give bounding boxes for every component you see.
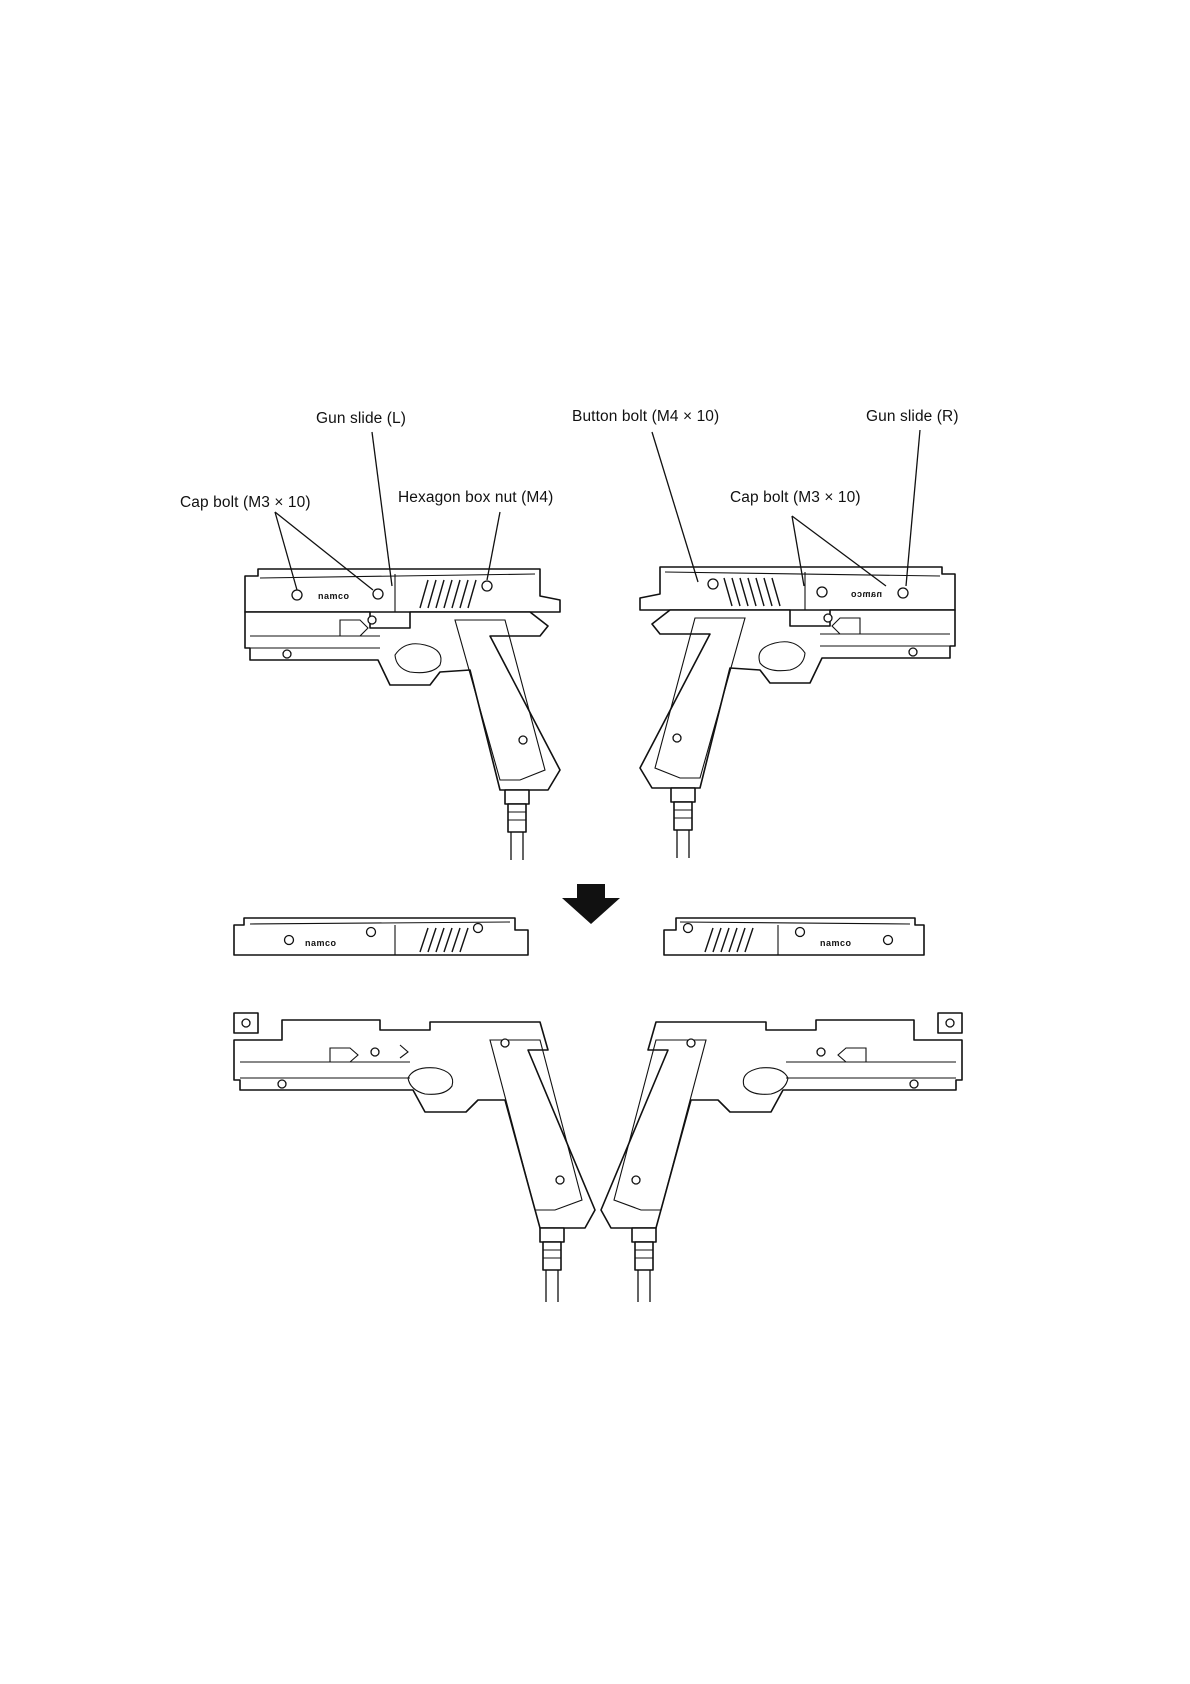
label-cap-bolt-left: Cap bolt (M3 × 10) — [180, 494, 311, 512]
gun-right-assembled — [640, 567, 955, 858]
frame-left — [234, 1013, 595, 1302]
leader-lines-right — [652, 430, 920, 586]
label-cap-bolt-right: Cap bolt (M3 × 10) — [730, 489, 861, 507]
svg-text:namco: namco — [305, 938, 337, 948]
label-gun-slide-l: Gun slide (L) — [316, 410, 406, 428]
svg-text:namco: namco — [820, 938, 852, 948]
slide-right-removed: namco — [664, 918, 924, 955]
label-button-bolt: Button bolt (M4 × 10) — [572, 408, 719, 426]
label-hexagon-box-nut: Hexagon box nut (M4) — [398, 489, 553, 507]
frame-right — [601, 1013, 962, 1302]
label-gun-slide-r: Gun slide (R) — [866, 408, 959, 426]
down-arrow-icon — [562, 884, 620, 924]
gun-left-assembled — [245, 569, 560, 860]
slide-left-removed: namco — [234, 918, 528, 955]
